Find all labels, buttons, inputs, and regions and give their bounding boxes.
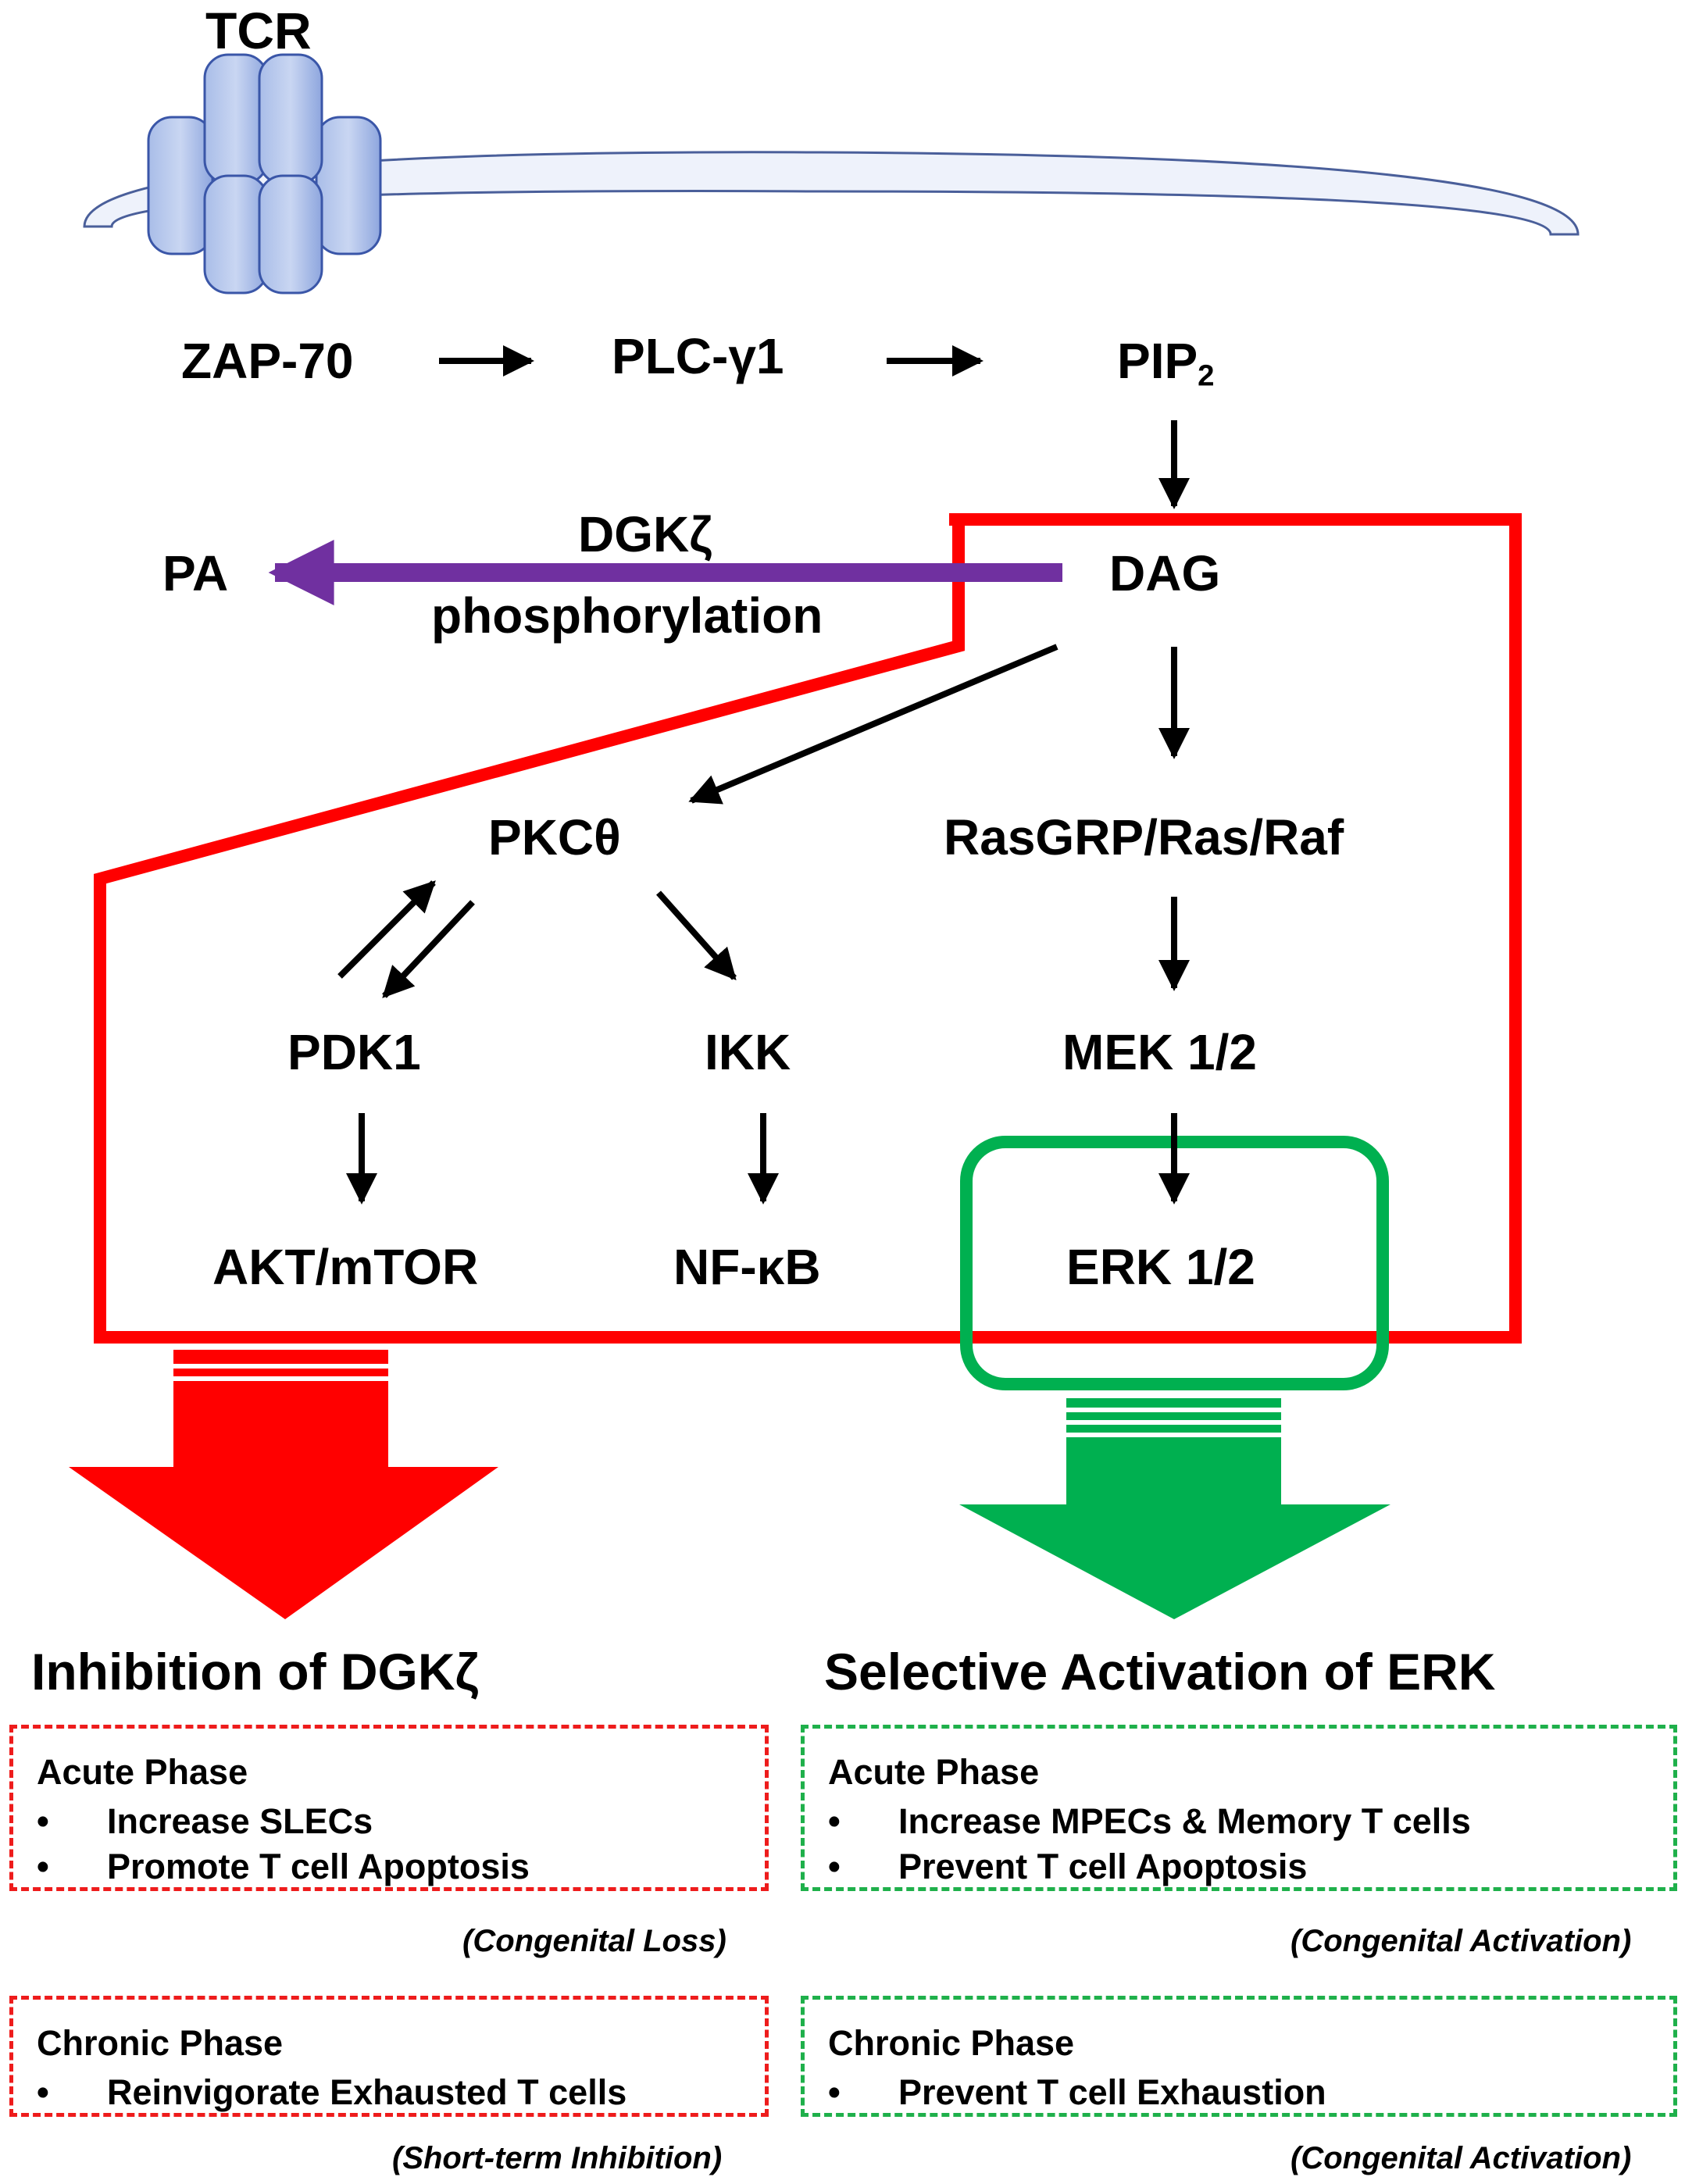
list-item: •Increase MPECs & Memory T cells — [828, 1801, 1471, 1841]
right-acute-phase: Acute Phase — [828, 1752, 1040, 1792]
dgk-action-label: phosphorylation — [431, 587, 823, 644]
left-chronic-box: Chronic Phase •Reinvigorate Exhausted T … — [9, 1996, 769, 2117]
tcr-label: TCR — [205, 2, 312, 59]
pip2-subscript: 2 — [1198, 359, 1215, 393]
node-rasgrp-ras-raf: RasGRP/Ras/Raf — [944, 809, 1344, 865]
node-pa: PA — [162, 545, 229, 601]
dgk-enzyme-label: DGKζ — [578, 506, 712, 562]
node-nfkb: NF-κB — [673, 1239, 821, 1295]
node-pkc-theta: PKCθ — [488, 809, 621, 865]
right-chronic-note: (Congenital Activation) — [1291, 2141, 1632, 2175]
tcr-receptor-icon — [147, 53, 382, 294]
cell-membrane — [83, 151, 1580, 236]
list-item: •Promote T cell Apoptosis — [37, 1847, 530, 1886]
node-pip2: PIP2 — [1117, 336, 1215, 391]
node-akt-mtor: AKT/mTOR — [212, 1239, 479, 1295]
list-item: •Increase SLECs — [37, 1801, 373, 1841]
pip2-main: PIP — [1117, 333, 1198, 389]
right-acute-note: (Congenital Activation) — [1291, 1924, 1632, 1958]
list-item: •Prevent T cell Apoptosis — [828, 1847, 1308, 1886]
left-chronic-note: (Short-term Inhibition) — [392, 2141, 723, 2175]
right-acute-list: •Increase MPECs & Memory T cells •Preven… — [828, 1799, 1471, 1890]
left-chronic-list: •Reinvigorate Exhausted T cells — [37, 2070, 627, 2115]
node-erk: ERK 1/2 — [1066, 1239, 1255, 1295]
left-acute-list: •Increase SLECs •Promote T cell Apoptosi… — [37, 1799, 530, 1890]
right-chronic-phase: Chronic Phase — [828, 2023, 1075, 2063]
red-outcome-arrow — [69, 1350, 498, 1619]
signal-arrows — [337, 345, 1190, 1204]
left-acute-phase: Acute Phase — [37, 1752, 248, 1792]
list-item: •Reinvigorate Exhausted T cells — [37, 2072, 627, 2112]
left-acute-box: Acute Phase •Increase SLECs •Promote T c… — [9, 1725, 769, 1891]
right-outcome-title: Selective Activation of ERK — [824, 1643, 1496, 1700]
green-outcome-arrow — [959, 1398, 1390, 1619]
node-plcg1: PLC-γ1 — [612, 328, 784, 384]
left-chronic-phase: Chronic Phase — [37, 2023, 284, 2063]
node-dag: DAG — [1109, 545, 1221, 601]
left-acute-note: (Congenital Loss) — [462, 1924, 726, 1958]
right-chronic-list: •Prevent T cell Exhaustion — [828, 2070, 1326, 2115]
red-dgk-region — [94, 513, 1522, 1344]
node-pdk1: PDK1 — [287, 1024, 421, 1080]
right-acute-box: Acute Phase •Increase MPECs & Memory T c… — [801, 1725, 1677, 1891]
node-mek: MEK 1/2 — [1062, 1024, 1257, 1080]
node-zap70: ZAP-70 — [181, 333, 354, 389]
left-outcome-title: Inhibition of DGKζ — [31, 1643, 479, 1700]
right-chronic-box: Chronic Phase •Prevent T cell Exhaustion — [801, 1996, 1677, 2117]
list-item: •Prevent T cell Exhaustion — [828, 2072, 1326, 2112]
node-ikk: IKK — [705, 1024, 791, 1080]
